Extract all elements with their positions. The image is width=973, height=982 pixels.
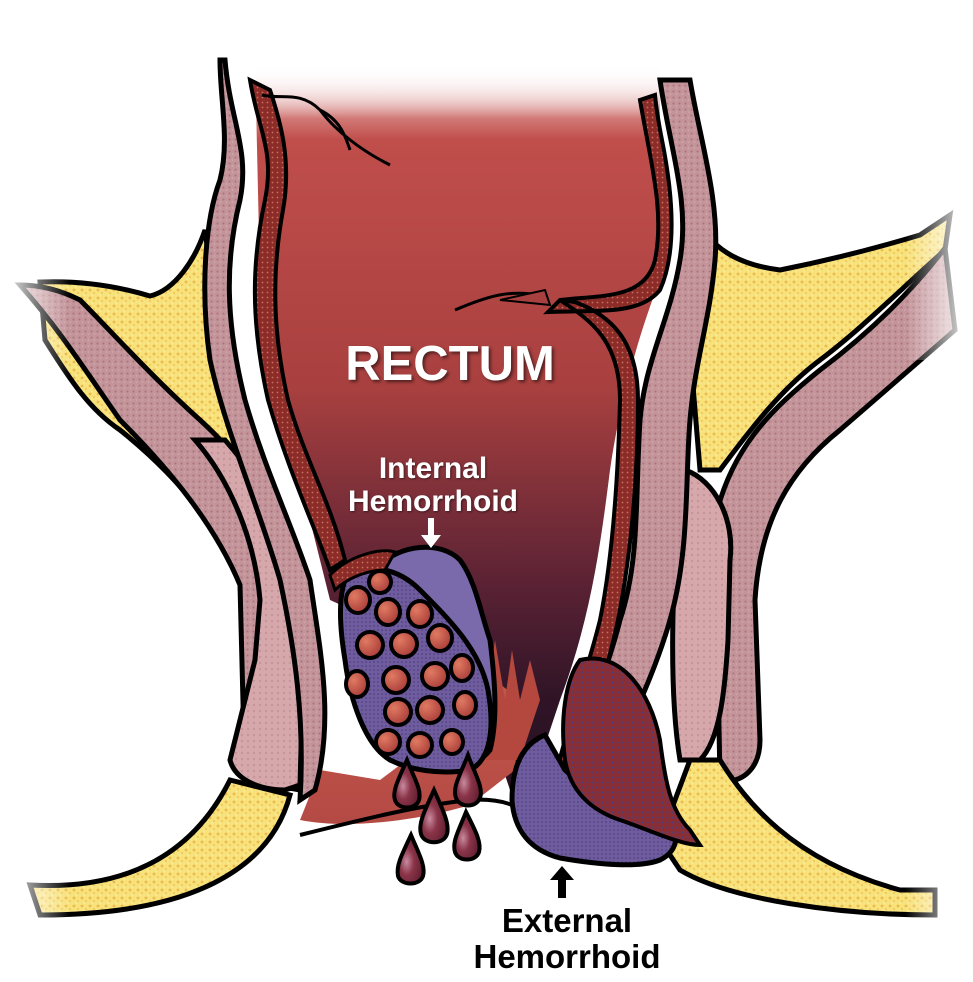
blood-drop-icon (395, 830, 426, 886)
right-pelvic-floor (657, 200, 973, 930)
external-hemorrhoid-label-line2: Hemorrhoid (473, 938, 661, 975)
external-hemorrhoid-core (561, 656, 704, 848)
hemorrhoid-nodules (344, 569, 478, 759)
right-external-sphincter (670, 466, 734, 763)
external-hemorrhoid-label: External Hemorrhoid (447, 903, 687, 975)
internal-hemorrhoid-label: Internal Hemorrhoid (318, 452, 548, 518)
blood-drop-icon (418, 785, 450, 845)
left-muscular-wall (202, 57, 328, 805)
blood-drop-icon (452, 807, 482, 862)
left-mucosa-layer (247, 76, 348, 574)
internal-hemorrhoid (328, 544, 498, 775)
internal-hemorrhoid-neck (328, 549, 398, 593)
left-fat-lower (26, 777, 294, 918)
blood-drop-icon (453, 749, 483, 808)
rectum-label: RECTUM (345, 337, 555, 391)
external-hemorrhoid-label-line1: External (501, 902, 633, 939)
external-hemorrhoid-arrow (550, 866, 574, 898)
external-hemorrhoid (509, 656, 704, 868)
left-rectal-wall (202, 57, 391, 805)
internal-hemorrhoid-arrow (421, 518, 441, 548)
right-fat-lower (657, 757, 938, 918)
arrow-down-icon (421, 518, 441, 548)
right-levator-muscle (712, 241, 958, 784)
internal-hemorrhoid-label-line2: Hemorrhoid (347, 485, 518, 518)
blood-drop-icon (392, 754, 422, 810)
arrow-up-icon (550, 866, 574, 898)
internal-hemorrhoid-label-line1: Internal (378, 452, 488, 485)
blood-drops (392, 749, 483, 886)
